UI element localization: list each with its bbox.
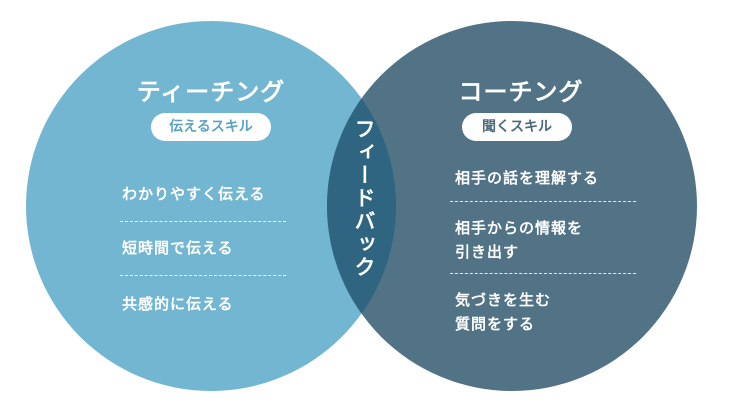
right-circle xyxy=(327,21,697,391)
left-item-3: 共感的に伝える xyxy=(122,295,234,313)
left-skill-badge: 伝えるスキル xyxy=(151,113,271,141)
right-item-3-line-2: 質問をする xyxy=(455,315,536,333)
right-item-3-line-1: 気づきを生む xyxy=(455,291,552,309)
left-item-1: わかりやすく伝える xyxy=(122,185,266,203)
left-item-2: 短時間で伝える xyxy=(122,239,234,257)
left-circle xyxy=(26,21,396,391)
left-divider-1 xyxy=(120,221,286,222)
right-skill-badge: 聞くスキル xyxy=(462,113,572,141)
right-item-2-line-1: 相手からの情報を xyxy=(455,219,584,237)
right-divider-1 xyxy=(450,201,636,202)
right-item-2-line-2: 引き出す xyxy=(455,243,520,261)
left-divider-2 xyxy=(120,275,286,276)
right-divider-2 xyxy=(450,273,636,274)
right-item-1-line-1: 相手の話を理解する xyxy=(455,169,600,187)
left-title: ティーチング xyxy=(136,78,286,106)
right-title: コーチング xyxy=(458,78,584,106)
overlap-label: フィードバック xyxy=(352,118,376,279)
